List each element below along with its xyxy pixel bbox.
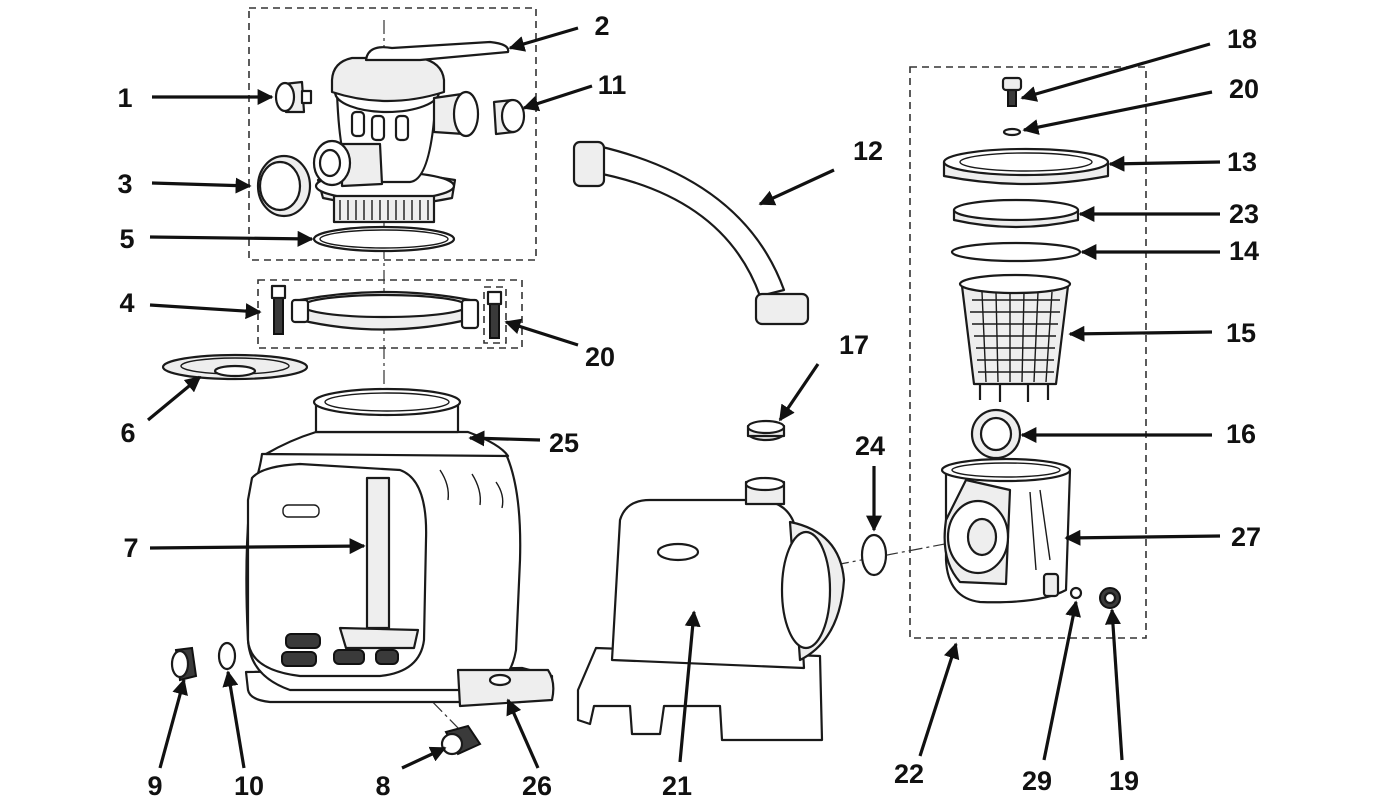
multiport-valve [312,40,510,224]
callout-2: 2 [594,11,609,41]
pump-motor [576,476,846,742]
strainer-cover [952,198,1080,229]
callout-12: 12 [853,136,883,166]
valve-plug [274,80,313,114]
callout-4: 4 [119,288,134,318]
hose-adapter [492,98,526,136]
pump-adapter [746,419,786,442]
vent-screw-o-ring [1002,127,1022,137]
drain-nut [170,646,198,682]
callout-6: 6 [120,418,135,448]
bolt-detail-box [483,286,507,344]
callout-8: 8 [375,771,390,801]
callout-27: 27 [1231,522,1261,552]
callout-24: 24 [855,431,885,461]
port-cap [256,154,312,218]
callout-25: 25 [549,428,579,458]
callout-29: 29 [1022,766,1052,796]
callout-7: 7 [123,533,138,563]
callout-22: 22 [894,759,924,789]
callout-21: 21 [662,771,692,801]
pump-o-ring [860,533,888,577]
callout-14: 14 [1229,236,1259,266]
drain-o-ring [217,641,237,671]
drain-plug [440,724,482,756]
strainer-lid-ring [942,147,1110,186]
valve-group-box [248,7,537,261]
callout-11: 11 [598,70,627,100]
callout-3: 3 [117,169,132,199]
callout-17: 17 [839,330,869,360]
callout-20-clamp: 20 [585,342,615,372]
callout-18: 18 [1227,24,1257,54]
callout-26: 26 [522,771,552,801]
strainer-union-nut [970,408,1022,460]
callout-13: 13 [1227,147,1257,177]
clamp-bolt-left [270,284,287,335]
cover-o-ring [950,241,1082,263]
pump-axis [834,541,956,566]
callout-9: 9 [147,771,162,801]
valve-o-ring [312,225,456,253]
leader-arrows [146,26,1221,770]
strainer-basket [958,273,1072,402]
callout-20-strainer: 20 [1229,74,1259,104]
strainer-group-box [909,66,1147,639]
tank-clamp [290,290,480,331]
diffuser [161,353,309,381]
tank-base-tab [456,668,555,708]
vent-screw [1001,76,1023,107]
connection-hose [572,140,810,326]
callout-19: 19 [1109,766,1139,796]
callout-1: 1 [117,83,132,113]
callout-5: 5 [119,224,134,254]
clamp-bolt-right [486,290,503,339]
callout-15: 15 [1226,318,1256,348]
callout-10: 10 [234,771,264,801]
callout-23: 23 [1229,199,1259,229]
filter-tank [244,387,554,704]
strainer-drain-plug [1099,587,1121,609]
drain-plug-o-ring [1069,586,1083,600]
strainer-housing [940,457,1072,604]
callout-16: 16 [1226,419,1256,449]
